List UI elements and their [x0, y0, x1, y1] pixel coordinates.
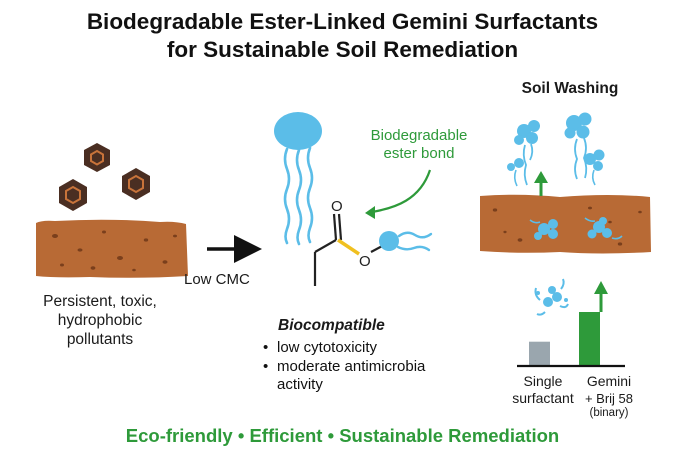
soil-block-right	[480, 194, 651, 254]
ester-label-line: ester bond	[383, 145, 455, 162]
pollutant-hexagon-3	[122, 168, 150, 200]
ester-bond-label: Biodegradable ester bond	[355, 127, 483, 163]
pollutant-hexagon-2	[59, 179, 87, 211]
bar-label-gemini: Gemini + Brij 58 (binary)	[569, 373, 649, 420]
micelle-in-soil-2	[587, 217, 612, 239]
bullet-item: low cytotoxicity	[263, 338, 425, 357]
rising-micelle-3	[584, 149, 605, 186]
bar-label-line: Single	[523, 373, 563, 389]
ester-oxygen: O	[359, 253, 371, 270]
soil-block-left	[36, 219, 188, 278]
washing-up-arrow	[534, 171, 548, 196]
gemini-up-arrow	[594, 281, 608, 312]
bar-label-single: Single surfactant	[498, 373, 588, 407]
ester-molecule: O O	[313, 198, 433, 286]
footer-tagline: Eco-friendly • Efficient • Sustainable R…	[125, 425, 560, 446]
bar-label-line: + Brij 58	[584, 391, 634, 406]
bar-label-line: Gemini	[586, 373, 632, 389]
bullet-item: moderate antimicrobia	[263, 357, 425, 376]
rising-micelle-2	[564, 112, 592, 180]
rising-micelle-4	[507, 158, 524, 187]
biocompatible-list: low cytotoxicity moderate antimicrobia	[263, 338, 425, 376]
micelle-in-soil-tails	[529, 217, 623, 240]
surfactant-tails	[283, 146, 314, 246]
ester-label-line: Biodegradable	[370, 127, 468, 144]
carbonyl-oxygen: O	[331, 198, 343, 215]
title-line-1: Biodegradable Ester-Linked Gemini Surfac…	[86, 9, 599, 34]
pollutant-caption-line: hydrophobic	[57, 312, 143, 329]
bar-label-line: (binary)	[589, 407, 629, 419]
pollutant-caption: Persistent, toxic, hydrophobic pollutant…	[20, 292, 180, 349]
splash-micelle-over-single	[534, 278, 569, 316]
bar-single-surfactant	[529, 341, 550, 366]
pollutant-caption-line: pollutants	[66, 331, 134, 348]
pollutant-caption-line: Persistent, toxic,	[43, 293, 157, 310]
efficiency-bars	[529, 312, 600, 366]
surfactant-head-large	[274, 112, 322, 150]
soil-washing-heading: Soil Washing	[521, 80, 619, 97]
bullet-continuation: activity	[277, 376, 323, 393]
rising-micelle-1	[514, 120, 540, 186]
ester-bond-arrow	[365, 169, 432, 219]
bar-gemini-binary	[579, 312, 600, 366]
surfactant-head-small	[379, 231, 399, 251]
title-line-2: for Sustainable Soil Remediation	[166, 37, 519, 62]
bar-label-line: surfactant	[512, 390, 574, 406]
biocompatible-heading: Biocompatible	[278, 317, 385, 334]
pollutant-hexagon-1	[84, 143, 110, 172]
low-cmc-label: Low CMC	[184, 271, 250, 288]
micelle-in-soil-1	[534, 219, 558, 240]
